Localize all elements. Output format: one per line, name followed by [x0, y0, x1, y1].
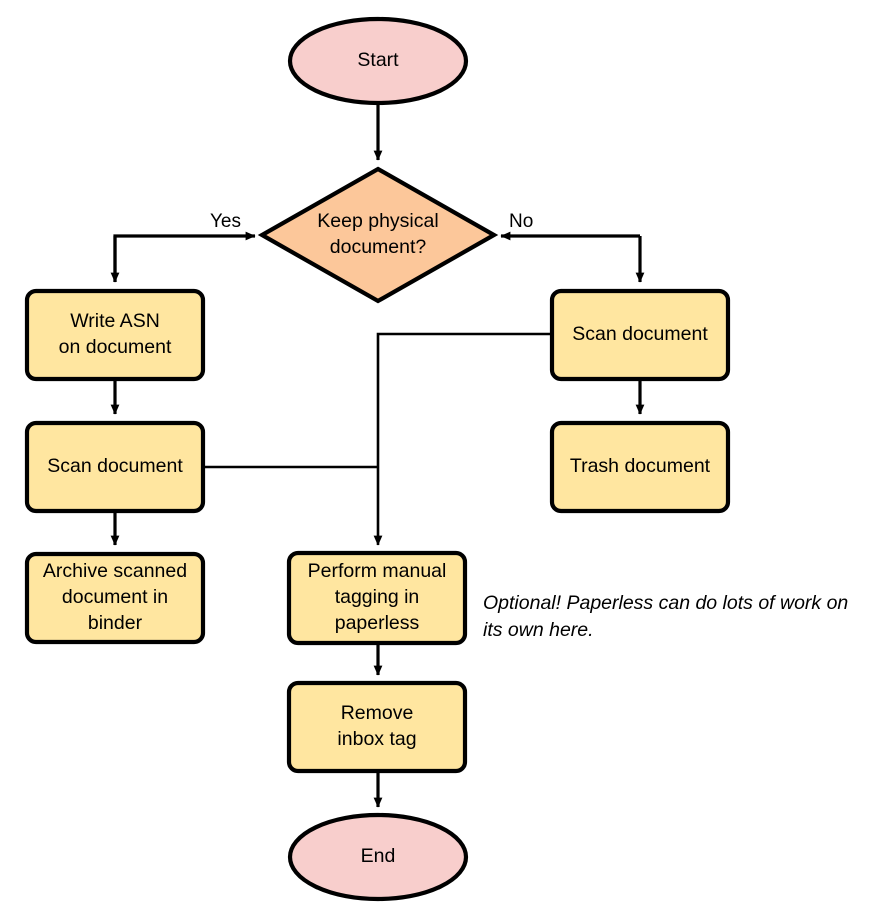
edge-label-no: No — [509, 211, 534, 232]
node-tagging-shape[interactable] — [286, 550, 468, 646]
node-scan-right-shape[interactable] — [549, 288, 731, 382]
node-start-shape[interactable] — [287, 16, 469, 106]
node-trash-shape[interactable] — [549, 420, 731, 514]
node-end-shape[interactable] — [287, 812, 469, 902]
edge-scan-right-to-tagging — [376, 332, 552, 455]
edge-decision-yes-to-write-asn — [113, 231, 256, 282]
node-write-asn-shape[interactable] — [24, 288, 206, 382]
node-archive-shape[interactable] — [24, 551, 206, 645]
node-scan-left-shape[interactable] — [24, 420, 206, 514]
optional-note: Optional! Paperless can do lots of work … — [483, 592, 849, 641]
edge-label-yes: Yes — [210, 211, 241, 232]
node-decision-shape[interactable] — [257, 166, 499, 304]
node-remove-inbox-shape[interactable] — [286, 680, 468, 774]
